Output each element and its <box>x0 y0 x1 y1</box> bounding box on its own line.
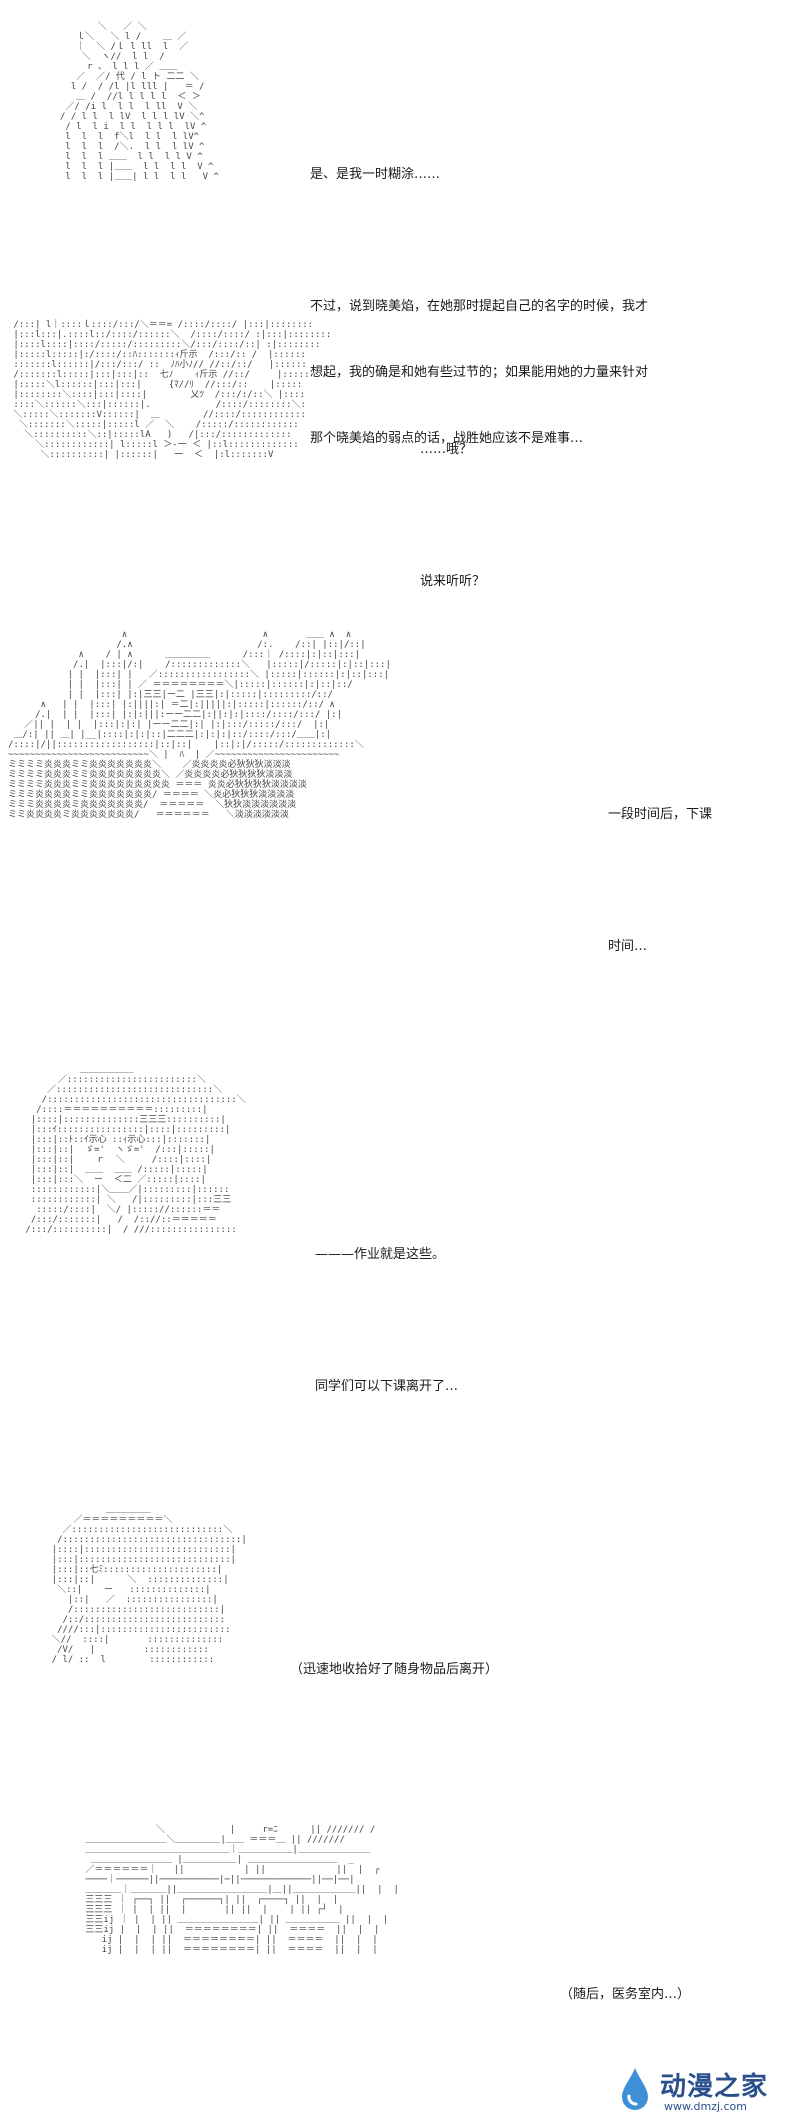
water-drop-logo-icon <box>622 2068 648 2110</box>
dialogue-line <box>608 870 712 892</box>
ascii-art-infirmary: ＼ | r=ﾆ || /////// / ＿＿＿＿＿＿＿＿＿＼＿＿＿＿＿|＿＿ … <box>85 1825 399 1955</box>
dialogue-1: 是、是我一时糊涂…… 不过，说到晓美焰，在她那时提起自己的名字的时候，我才 想起… <box>310 120 648 494</box>
panel-2: /:::| l｜::::ｌ::::/:::/＼＝＝= /::::/::::/ |… <box>0 300 800 589</box>
dialogue-line: 想起，我的确是和她有些过节的；如果能用她的力量来针对 <box>310 365 649 380</box>
dialogue-line <box>315 1310 458 1332</box>
panel-6: ＼ | r=ﾆ || /////// / ＿＿＿＿＿＿＿＿＿＼＿＿＿＿＿|＿＿ … <box>0 1810 800 2126</box>
dialogue-line: 一段时间后，下课 <box>608 807 713 822</box>
dialogue-5: （迅速地收拾好了随身物品后离开） <box>290 1615 498 1725</box>
ascii-art-teacher: ＿＿＿＿＿＿ ／::::::::::::::::::::::::＼ ／:::::… <box>25 1065 246 1235</box>
dialogue-line: 是、是我一时糊涂…… <box>310 167 441 182</box>
dialogue-line: ———作业就是这些。 <box>315 1247 446 1262</box>
ascii-art-school-building: ∧ ∧ ＿＿ ∧ ∧ /.∧ /:. /::| |::|/::| ∧ / | ∧… <box>8 630 391 820</box>
ascii-art-character-1: ＼ ／ ＼ ｌ＼ ＼ l / ＿ ／ ｜ ＼ /ｌ l ll l ／ ＼ ヽ//… <box>60 22 219 182</box>
panel-1: ＼ ／ ＼ ｌ＼ ＼ l / ＿ ／ ｜ ＼ /ｌ l ll l ／ ＼ ヽ//… <box>0 0 800 446</box>
dialogue-line: ……哦？ <box>420 442 473 457</box>
dialogue-6: （随后，医务室内…） <box>560 1940 690 2050</box>
dialogue-line: 同学们可以下课离开了… <box>315 1379 459 1394</box>
ascii-art-student-leaving: ＿＿＿＿＿ ／＝＝＝＝＝＝＝＝＝＼ ／:::::::::::::::::::::… <box>51 1505 247 1665</box>
panel-3: ∧ ∧ ＿＿ ∧ ∧ /.∧ /:. /::| |::|/::| ∧ / | ∧… <box>0 600 800 1030</box>
dialogue-line <box>310 230 648 252</box>
dialogue-line: 不过，说到晓美焰，在她那时提起自己的名字的时候，我才 <box>310 299 649 314</box>
dialogue-line: 说来听听？ <box>420 574 486 589</box>
dialogue-2: ……哦？ 说来听听？ <box>420 395 485 637</box>
panel-4: ＿＿＿＿＿＿ ／::::::::::::::::::::::::＼ ／:::::… <box>0 1040 800 1470</box>
dialogue-line: （迅速地收拾好了随身物品后离开） <box>290 1662 499 1677</box>
ascii-art-character-2: /:::| l｜::::ｌ::::/:::/＼＝＝= /::::/::::/ |… <box>13 320 332 460</box>
dialogue-line: 那个晓美焰的弱点的话，战胜她应该不是难事… <box>310 431 584 446</box>
dialogue-4: ———作业就是这些。 同学们可以下课离开了… <box>315 1200 458 1442</box>
dialogue-line <box>420 505 485 527</box>
watermark-name: 动漫之家 <box>660 2072 769 2102</box>
dialogue-3: 一段时间后，下课 时间… <box>608 760 712 1002</box>
dialogue-line: 时间… <box>608 939 648 954</box>
dialogue-line: （随后，医务室内…） <box>560 1987 691 2002</box>
watermark-url: www.dmzj.com <box>664 2100 747 2113</box>
panel-5: ＿＿＿＿＿ ／＝＝＝＝＝＝＝＝＝＼ ／:::::::::::::::::::::… <box>0 1490 800 1800</box>
watermark: 动漫之家 www.dmzj.com <box>612 2060 782 2120</box>
